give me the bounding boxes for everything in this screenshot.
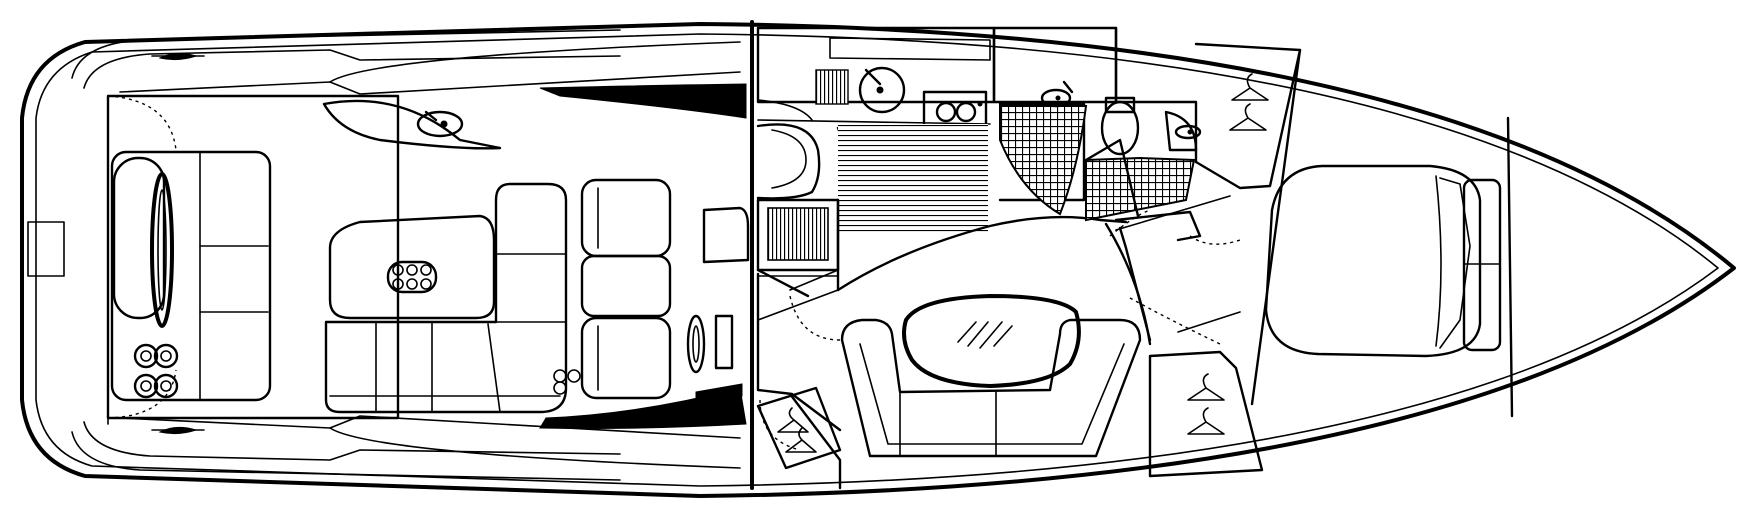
swim-platform — [27, 95, 109, 425]
hanging-locker — [1129, 297, 1264, 478]
toilet-icon — [1100, 96, 1140, 156]
salon — [756, 124, 1142, 490]
sink-icon — [1040, 80, 1074, 108]
deck-shade — [539, 387, 747, 429]
sink-icon — [815, 66, 906, 114]
hanger-icon — [1187, 373, 1225, 435]
hanging-locker — [756, 386, 842, 470]
cupholder-icon — [133, 343, 179, 399]
port-side-deck — [71, 29, 741, 95]
sink-icon — [1164, 110, 1202, 152]
l-shaped-lounge — [324, 182, 568, 414]
forward-stateroom — [1189, 48, 1502, 406]
cleat-icon — [151, 426, 205, 435]
wet-bar — [322, 99, 502, 150]
dinette-table — [902, 294, 1081, 388]
helm-seats — [553, 178, 672, 400]
head — [992, 26, 1202, 242]
transom-seat — [110, 150, 272, 402]
cupholder-icon — [386, 260, 438, 294]
sink-icon — [416, 110, 464, 138]
cleat-icon — [151, 52, 205, 61]
cupholder-icon — [553, 369, 581, 395]
bow-bulkhead-line — [1506, 116, 1514, 418]
hull-outline — [20, 22, 1736, 498]
v-berth — [1264, 164, 1502, 358]
deck-shade — [539, 83, 747, 119]
starboard-side-deck — [71, 415, 741, 481]
cockpit — [106, 83, 750, 429]
hanging-locker — [1194, 42, 1302, 190]
hanger-icon — [1229, 73, 1269, 131]
wall-line — [1104, 222, 1152, 346]
wall-line — [756, 268, 810, 298]
helm-console — [686, 206, 750, 399]
cockpit-table — [328, 214, 496, 320]
dinette — [840, 294, 1142, 458]
hanger-icon — [777, 407, 817, 453]
